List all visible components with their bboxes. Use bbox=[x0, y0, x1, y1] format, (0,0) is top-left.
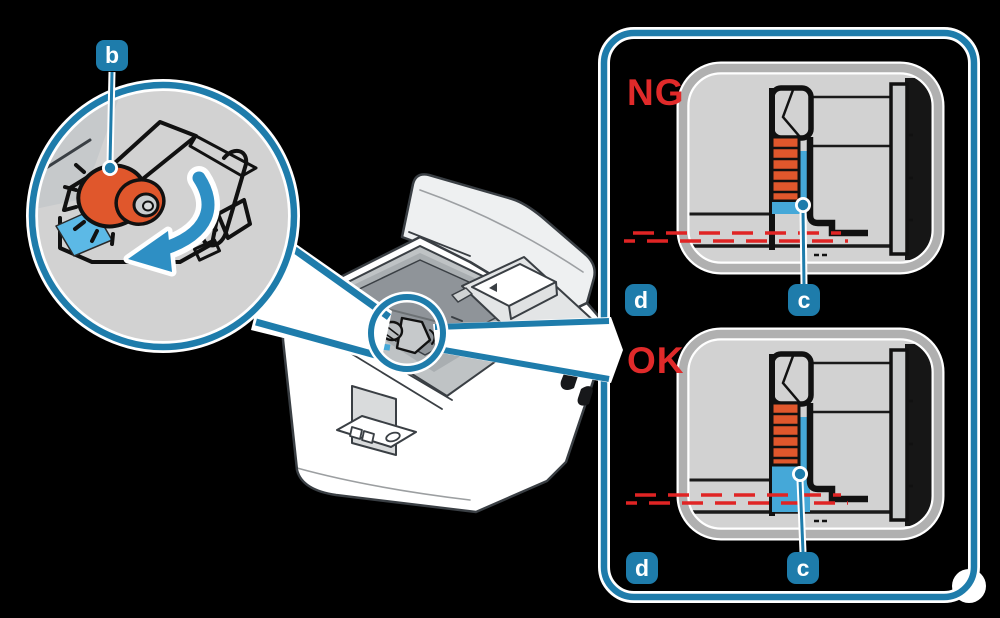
ok-view-content bbox=[688, 344, 932, 526]
ng-holder-wall-right bbox=[806, 137, 868, 237]
zoom-callout-circle bbox=[26, 79, 300, 353]
ok-frame bbox=[678, 329, 943, 539]
rotate-arrow-icon bbox=[123, 166, 220, 277]
ok-view: OK c d bbox=[626, 327, 945, 584]
zoom-ring-small bbox=[365, 291, 449, 375]
ok-knob-side bbox=[770, 401, 801, 467]
label-b: b bbox=[105, 42, 119, 68]
ng-side-rail bbox=[889, 82, 909, 256]
triangle-mark-icon bbox=[489, 283, 497, 292]
release-latch bbox=[451, 287, 473, 303]
shelf-hole bbox=[385, 431, 401, 443]
shelf-clips bbox=[349, 426, 375, 444]
ok-side-rail bbox=[889, 348, 909, 522]
label-c: c bbox=[797, 555, 810, 581]
ok-dark-gap bbox=[905, 344, 932, 526]
wall-hook-bottom bbox=[577, 386, 593, 406]
cutter-module-front bbox=[508, 281, 558, 320]
label-b-badge bbox=[96, 40, 128, 71]
holder-side bbox=[36, 95, 120, 210]
panel-border bbox=[600, 29, 978, 601]
ng-label: NG bbox=[627, 72, 685, 113]
marker-d-ng: d bbox=[625, 284, 657, 316]
marker-b: b bbox=[96, 40, 128, 176]
adjustment-knob-icon bbox=[63, 163, 166, 246]
leader-line-b bbox=[108, 71, 114, 165]
ok-label: OK bbox=[627, 340, 685, 381]
detail-panel: NG c d bbox=[598, 27, 986, 603]
ok-holder-wall-right bbox=[806, 403, 868, 503]
ok-guide-strip bbox=[799, 417, 810, 467]
label-d-badge bbox=[626, 552, 658, 584]
beam-right bbox=[433, 317, 623, 383]
base-line bbox=[296, 467, 471, 501]
knob-teeth bbox=[63, 163, 115, 246]
marker-c-ng: c bbox=[788, 197, 820, 316]
label-d: d bbox=[634, 287, 648, 313]
marker-c-ok: c bbox=[787, 466, 819, 584]
label-c-badge bbox=[787, 552, 819, 584]
label-d-badge bbox=[625, 284, 657, 316]
ng-view-content bbox=[688, 78, 932, 260]
ng-view: NG c d bbox=[624, 61, 945, 316]
callout-ring bbox=[28, 81, 298, 351]
ng-guide-strip bbox=[799, 151, 810, 203]
label-d: d bbox=[635, 555, 649, 581]
cover-curve-line bbox=[419, 189, 584, 273]
label-c: c bbox=[798, 287, 811, 313]
ng-dark-gap bbox=[905, 78, 932, 260]
ng-frame bbox=[678, 63, 943, 273]
label-c-badge bbox=[788, 284, 820, 316]
leader-dot bbox=[104, 162, 116, 174]
callout-content bbox=[36, 95, 258, 277]
cover-edge-line bbox=[408, 231, 471, 257]
marker-d-ok: d bbox=[626, 552, 658, 584]
